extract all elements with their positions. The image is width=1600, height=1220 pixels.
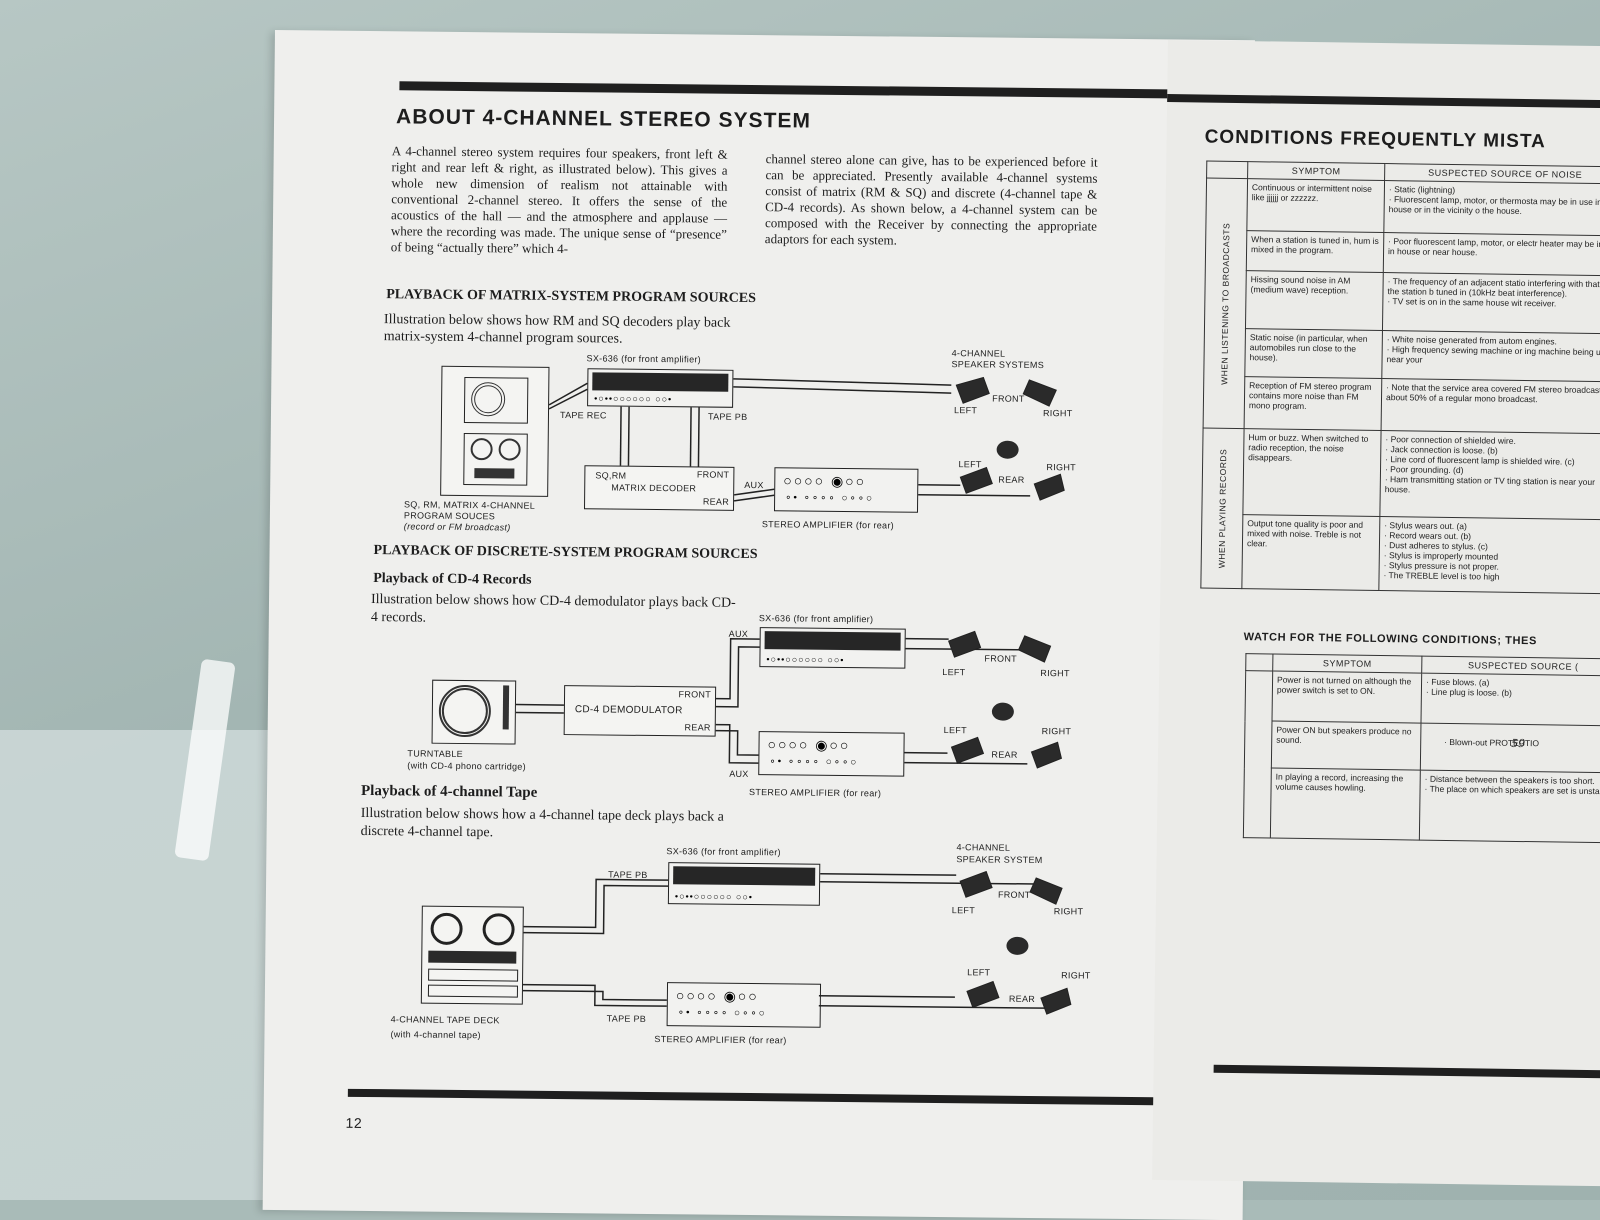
- t2-header-symptom: SYMPTOM: [1272, 654, 1422, 674]
- t1-row2-symptom: When a station is tuned in, hum is mixed…: [1246, 230, 1384, 273]
- t1-row4-symptom: Static noise (in particular, when automo…: [1244, 328, 1383, 379]
- t2-row3-source: · Distance between the speakers is too s…: [1419, 770, 1600, 843]
- right-subtitle: WATCH FOR THE FOLLOWING CONDITIONS; THES: [1243, 631, 1538, 648]
- t1-group-broadcasts: WHEN LISTENING TO BROADCASTS: [1219, 222, 1232, 385]
- t1-group-records: WHEN PLAYING RECORDS: [1216, 448, 1229, 569]
- manual-page-left: ABOUT 4-CHANNEL STEREO SYSTEM A 4-channe…: [262, 30, 1255, 1220]
- t1-row6-source: · Poor connection of shielded wire. · Ja…: [1379, 430, 1600, 520]
- t1-row7-symptom: Output tone quality is poor and mixed wi…: [1241, 514, 1380, 591]
- connection-wiring: [515, 376, 1072, 1015]
- t1-row6-symptom: Hum or buzz. When switched to radio rece…: [1242, 428, 1382, 517]
- manual-page-right: CONDITIONS FREQUENTLY MISTA SYMPTOM SUSP…: [1152, 40, 1600, 1187]
- t1-row4-source: · White noise generated from autom engin…: [1381, 330, 1600, 382]
- t1-row1-source: · Static (lightning) · Fluorescent lamp,…: [1383, 180, 1600, 236]
- handwritten-note: 59: [1511, 736, 1526, 751]
- t2-row1-symptom: Power is not turned on although the powe…: [1272, 671, 1422, 724]
- t2-row1-source: · Fuse blows. (a) · Line plug is loose. …: [1420, 673, 1600, 726]
- t1-row2-source: · Poor fluorescent lamp, motor, or elect…: [1383, 232, 1600, 276]
- t1-header-symptom: SYMPTOM: [1247, 161, 1385, 181]
- right-page-title: CONDITIONS FREQUENTLY MISTA: [1204, 126, 1546, 153]
- right-bottom-rule: [1213, 1064, 1600, 1079]
- page-number: 12: [345, 1114, 363, 1131]
- t1-row5-symptom: Reception of FM stereo program contains …: [1244, 376, 1382, 431]
- t1-row3-source: · The frequency of an adjacent statio in…: [1382, 272, 1600, 334]
- t1-row1-symptom: Continuous or intermittent noise like jj…: [1246, 178, 1385, 233]
- t1-row7-source: · Stylus wears out. (a) · Record wears o…: [1378, 516, 1600, 594]
- noise-conditions-table: SYMPTOM SUSPECTED SOURCE OF NOISE WHEN L…: [1200, 161, 1600, 595]
- t1-row3-symptom: Hissing sound noise in AM (medium wave) …: [1245, 270, 1384, 331]
- t2-row3-symptom: In playing a record, increasing the volu…: [1270, 768, 1421, 841]
- power-conditions-table: SYMPTOM SUSPECTED SOURCE ( Power is not …: [1243, 653, 1600, 843]
- right-top-rule: [1167, 93, 1600, 109]
- t2-row2-symptom: Power ON but speakers produce no sound.: [1271, 721, 1421, 771]
- t1-row5-source: · Note that the service area covered FM …: [1381, 378, 1600, 434]
